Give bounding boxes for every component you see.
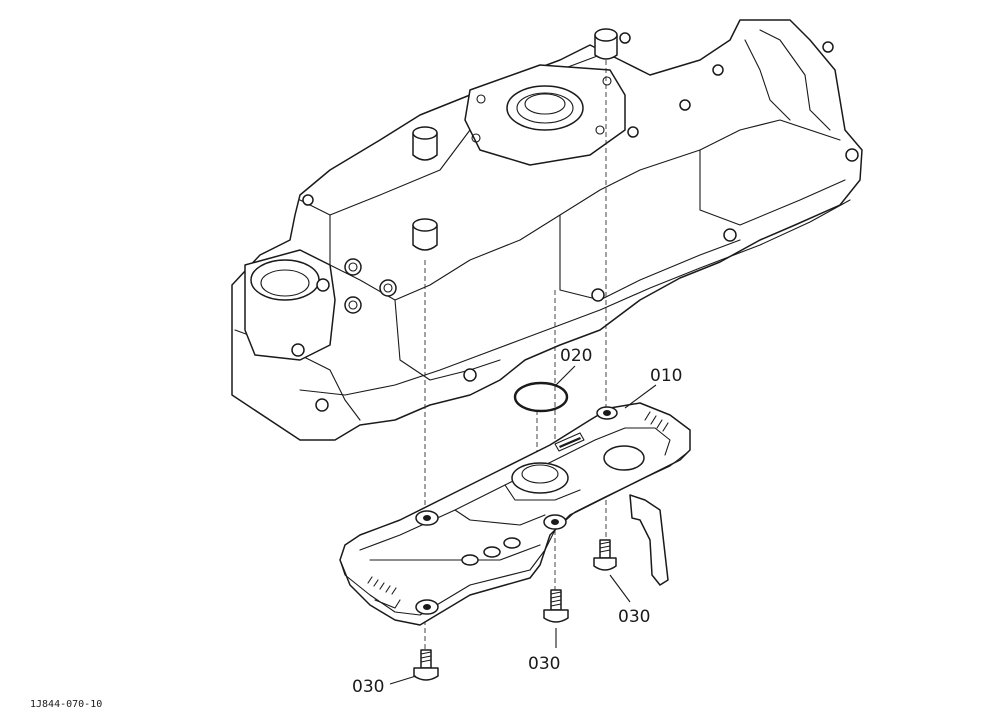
figure-id: 1J844-070-10: [30, 699, 102, 710]
callout-030-right: 030: [618, 607, 650, 627]
bolt-030-left: [413, 649, 439, 681]
callout-030-middle: 030: [528, 654, 560, 674]
o-ring-020: [513, 381, 569, 413]
callout-010: 010: [650, 366, 682, 386]
callout-020: 020: [560, 346, 592, 366]
upper-housing: [231, 19, 863, 441]
bolt-030-right: [593, 539, 617, 571]
leader-lines: [389, 365, 657, 685]
bolt-030-middle: [543, 589, 569, 623]
cover-plate-010: [339, 402, 691, 626]
callout-030-left: 030: [352, 677, 384, 697]
